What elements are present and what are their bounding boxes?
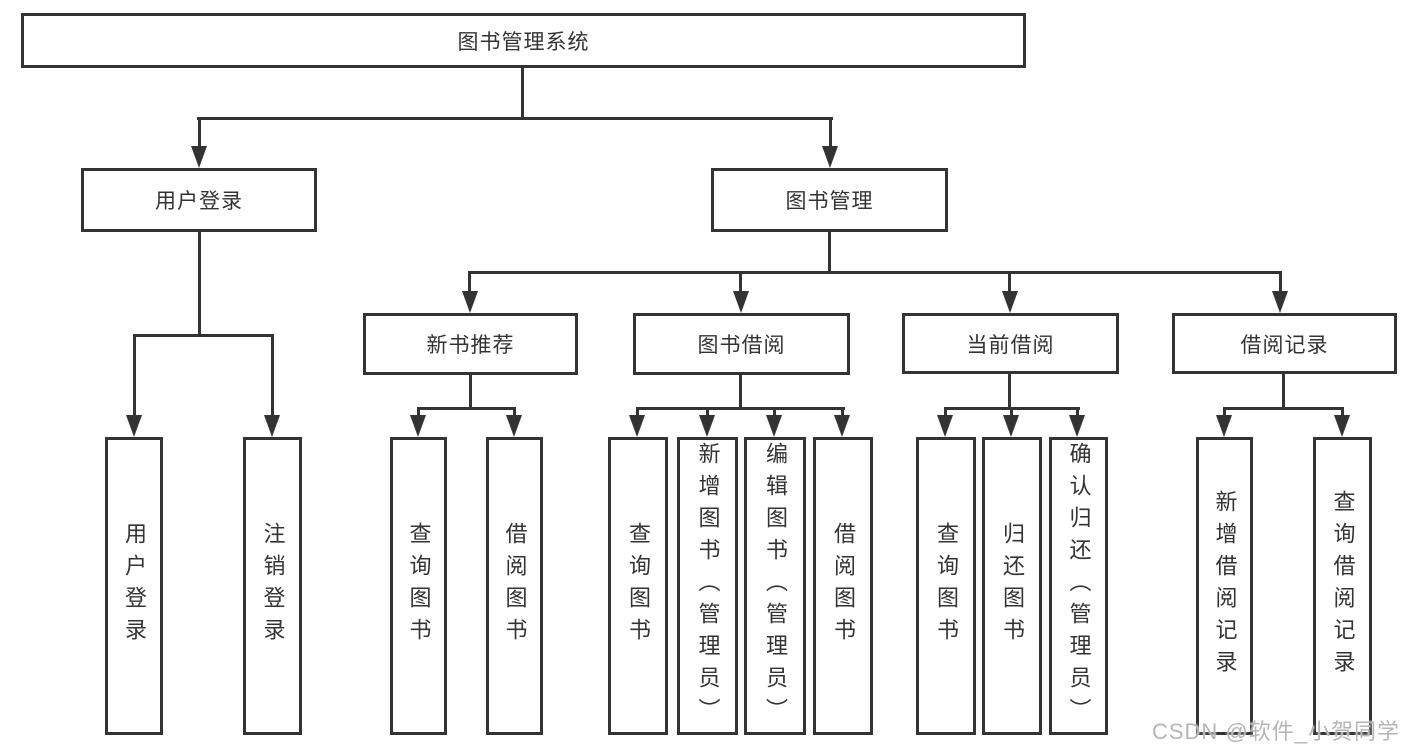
leaf-add-borrow-record: 新增借阅记录 <box>1196 437 1253 735</box>
arrow-down-icon <box>191 146 207 168</box>
connector-arrow-shaft <box>1223 407 1226 419</box>
connector-current-borrow-stem <box>1008 374 1011 410</box>
connector-arrow-shaft <box>636 407 639 419</box>
connector-arrow-shaft-current-borrow <box>1008 271 1011 293</box>
node-book-borrow: 图书借阅 <box>633 313 850 375</box>
leaf-borrow-book-label: 借阅图书 <box>831 522 856 650</box>
connector-book-borrow-branch <box>636 407 845 410</box>
connector-arrow-shaft-book-borrow <box>739 271 742 293</box>
connector-arrow-shaft <box>417 407 420 419</box>
arrow-down-icon <box>1069 415 1085 437</box>
arrow-down-icon <box>733 291 749 313</box>
node-root-label: 图书管理系统 <box>457 30 590 54</box>
arrow-down-icon <box>126 415 142 437</box>
leaf-edit-book-admin: 编辑图书（管理员） <box>744 437 806 735</box>
arrow-down-icon <box>937 415 953 437</box>
leaf-query-book-current: 查询图书 <box>916 437 976 735</box>
node-new-book-rec-label: 新书推荐 <box>426 334 515 357</box>
connector-book-borrow-stem <box>739 375 742 410</box>
node-current-borrow: 当前借阅 <box>902 313 1119 374</box>
node-borrow-record-label: 借阅记录 <box>1240 333 1329 357</box>
connector-arrow-shaft <box>706 407 709 419</box>
leaf-query-book-current-label: 查询图书 <box>934 522 959 650</box>
arrow-down-icon <box>462 291 478 313</box>
node-book-mgmt: 图书管理 <box>711 168 948 232</box>
leaf-borrow-book-newrec: 借阅图书 <box>486 437 543 735</box>
leaf-add-borrow-record-label: 新增借阅记录 <box>1212 490 1238 682</box>
leaf-query-book-newrec: 查询图书 <box>390 437 447 735</box>
connector-arrow-shaft <box>1341 407 1344 419</box>
connector-borrow-record-branch <box>1223 407 1344 410</box>
arrow-down-icon <box>822 146 838 168</box>
connector-arrow-shaft <box>513 407 516 419</box>
arrow-down-icon <box>766 415 782 437</box>
csdn-watermark: CSDN @软件_小贺同学 <box>1151 719 1400 744</box>
connector-root-branch <box>197 117 833 120</box>
leaf-return-book-label: 归还图书 <box>1000 522 1025 650</box>
node-book-mgmt-label: 图书管理 <box>785 190 874 213</box>
node-user-login-label: 用户登录 <box>155 190 243 213</box>
leaf-logout-label: 注销登录 <box>260 522 286 650</box>
arrow-down-icon <box>1003 415 1019 437</box>
connector-arrow-shaft <box>841 407 844 419</box>
connector-book-mgmt-branch <box>468 271 1282 274</box>
node-borrow-record: 借阅记录 <box>1172 313 1397 374</box>
connector-arrow-shaft-leaf-login <box>133 334 136 417</box>
leaf-user-login: 用户登录 <box>105 437 163 735</box>
arrow-down-icon <box>629 415 645 437</box>
leaf-add-book-admin: 新增图书（管理员） <box>677 437 738 735</box>
connector-borrow-record-stem <box>1282 374 1285 410</box>
arrow-down-icon <box>1002 291 1018 313</box>
leaf-user-login-label: 用户登录 <box>122 522 147 650</box>
connector-book-mgmt-stem <box>828 232 831 274</box>
leaf-query-borrow-record-label: 查询借阅记录 <box>1330 490 1356 682</box>
leaf-borrow-book-newrec-label: 借阅图书 <box>502 522 528 650</box>
node-user-login: 用户登录 <box>81 168 317 232</box>
arrow-down-icon <box>1272 291 1288 313</box>
connector-new-book-branch <box>417 407 516 410</box>
node-current-borrow-label: 当前借阅 <box>966 333 1055 357</box>
connector-arrow-shaft-new-book <box>468 271 471 293</box>
leaf-logout: 注销登录 <box>243 437 302 735</box>
leaf-add-book-admin-label: 新增图书（管理员） <box>695 442 721 730</box>
leaf-query-book-newrec-label: 查询图书 <box>406 522 432 650</box>
connector-user-login-stem <box>198 232 201 336</box>
leaf-borrow-book: 借阅图书 <box>813 437 873 735</box>
connector-arrow-shaft-borrow-record <box>1279 271 1282 293</box>
connector-arrow-shaft <box>1010 407 1013 419</box>
connector-arrow-shaft <box>944 407 947 419</box>
arrow-down-icon <box>834 415 850 437</box>
arrow-down-icon <box>264 415 280 437</box>
arrow-down-icon <box>1334 415 1350 437</box>
leaf-query-book-borrow: 查询图书 <box>608 437 668 735</box>
leaf-confirm-return-admin-label: 确认归还（管理员） <box>1066 442 1092 730</box>
arrow-down-icon <box>1216 415 1232 437</box>
arrow-down-icon <box>410 415 426 437</box>
leaf-query-borrow-record: 查询借阅记录 <box>1313 437 1372 735</box>
connector-arrow-shaft <box>1076 407 1079 419</box>
connector-user-login-branch <box>133 334 274 337</box>
node-root: 图书管理系统 <box>21 13 1026 68</box>
connector-new-book-stem <box>469 375 472 410</box>
leaf-confirm-return-admin: 确认归还（管理员） <box>1049 437 1108 735</box>
node-book-borrow-label: 图书借阅 <box>697 334 786 357</box>
connector-arrow-shaft <box>773 407 776 419</box>
node-new-book-rec: 新书推荐 <box>363 313 578 375</box>
connector-root-stem <box>521 68 524 120</box>
connector-arrow-shaft-book-mgmt <box>829 117 832 148</box>
leaf-return-book: 归还图书 <box>982 437 1042 735</box>
leaf-query-book-borrow-label: 查询图书 <box>626 522 651 650</box>
connector-arrow-shaft-user-login <box>198 117 201 148</box>
arrow-down-icon <box>699 415 715 437</box>
leaf-edit-book-admin-label: 编辑图书（管理员） <box>763 442 788 730</box>
connector-arrow-shaft-leaf-logout <box>271 334 274 417</box>
arrow-down-icon <box>506 415 522 437</box>
